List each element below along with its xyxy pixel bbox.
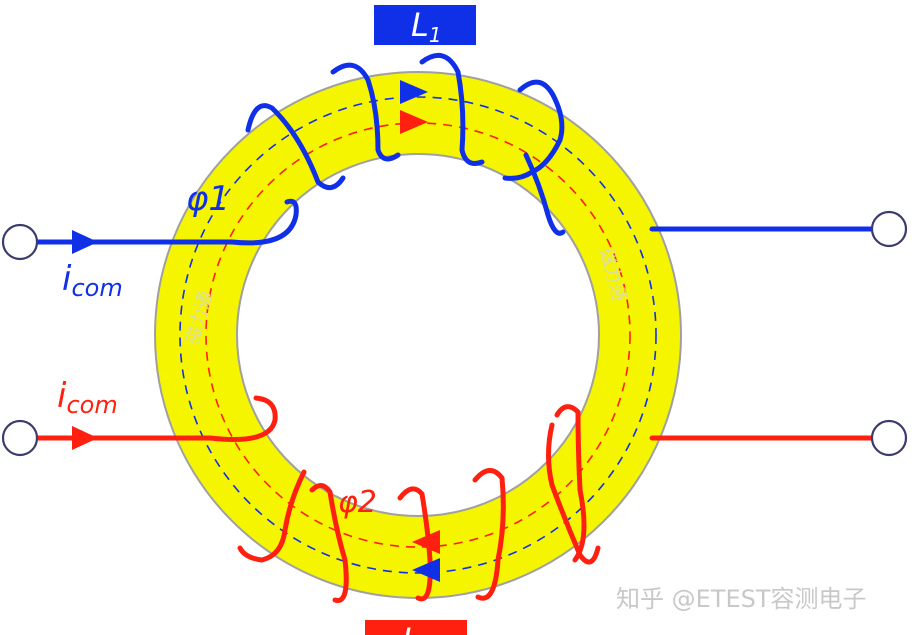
terminal-bottom-right	[870, 419, 908, 457]
flux-arrow-bottom-blue	[412, 558, 440, 582]
winding-l2	[35, 395, 875, 603]
current-arrow-bottom	[72, 426, 98, 450]
l1-label: L1	[411, 6, 442, 47]
turn-l1-3	[419, 52, 485, 166]
lead-in-l1	[35, 198, 299, 246]
current-label-bottom: icom	[57, 376, 118, 419]
turn-l2-6	[554, 404, 587, 563]
terminal-top-right	[870, 210, 908, 248]
terminal-bottom-left	[1, 419, 39, 457]
toroid-core	[154, 71, 682, 599]
current-label-top: icom	[62, 259, 123, 302]
turn-l1-1	[245, 103, 346, 191]
current-arrow-top	[72, 230, 98, 254]
turn-l2-1	[237, 469, 307, 563]
turn-l1-5	[523, 152, 566, 236]
turn-l2-5	[546, 422, 601, 565]
l1-label-box	[374, 5, 476, 45]
turn-l1-4	[502, 79, 565, 181]
flux-label-bottom: φ2	[338, 485, 377, 520]
flux-path-blue	[179, 96, 657, 574]
flux-arrow-bottom-red	[412, 530, 440, 554]
terminals	[1, 210, 908, 457]
turn-l1-2	[330, 62, 401, 162]
winding-l1	[35, 52, 875, 246]
core-ring-fill	[156, 73, 680, 597]
terminal-top-left	[1, 223, 39, 261]
flux-arrow-top-blue	[400, 80, 428, 104]
turn-l2-3	[397, 486, 433, 602]
l2-label-box	[365, 620, 467, 635]
site-watermark: 知乎 @ETEST容测电子	[616, 585, 867, 613]
l2-label: L2	[402, 621, 433, 635]
lead-in-l2	[35, 395, 278, 443]
turn-l2-2	[309, 483, 349, 603]
turn-l2-4	[472, 468, 506, 601]
flux-arrow-top-red	[400, 110, 428, 134]
flux-label-top: φ1	[186, 179, 230, 219]
